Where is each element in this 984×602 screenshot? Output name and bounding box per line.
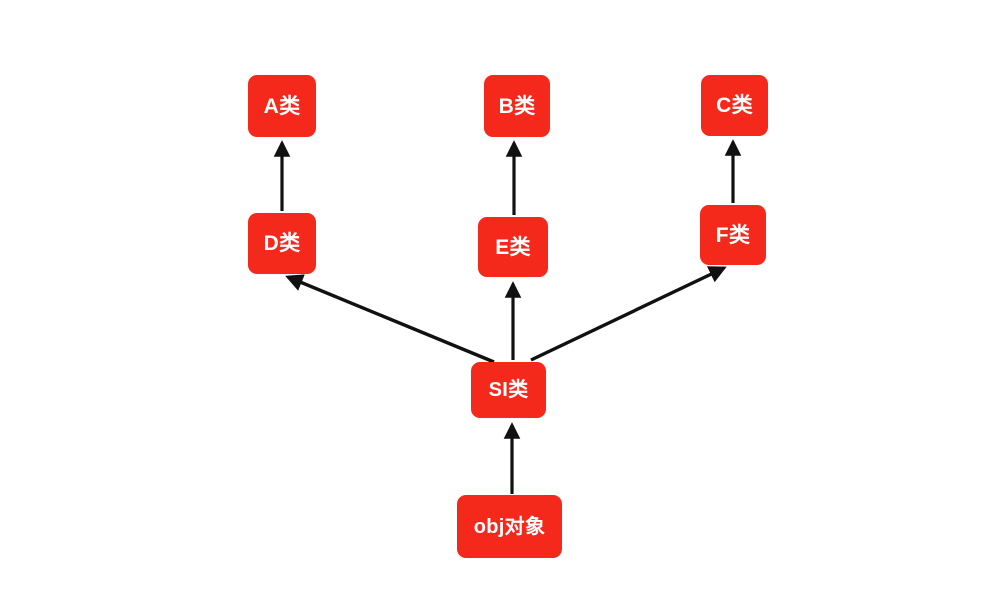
edge-si-to-d bbox=[285, 274, 495, 364]
node-f-class-label: F类 bbox=[715, 223, 751, 247]
node-obj-object-label: obj对象 bbox=[473, 515, 546, 538]
node-c-class[interactable]: C类 bbox=[701, 75, 768, 136]
node-e-class-label: E类 bbox=[495, 235, 531, 259]
node-f-class[interactable]: F类 bbox=[700, 205, 766, 265]
node-obj-object[interactable]: obj对象 bbox=[457, 495, 562, 558]
node-a-class-label: A类 bbox=[263, 94, 301, 118]
node-b-class-label: B类 bbox=[498, 94, 536, 118]
node-si-class-label: SI类 bbox=[488, 379, 529, 401]
node-d-class-label: D类 bbox=[263, 232, 301, 255]
node-b-class[interactable]: B类 bbox=[484, 75, 550, 137]
node-c-class-label: C类 bbox=[716, 94, 753, 117]
edge-si-to-f bbox=[530, 266, 727, 362]
node-e-class[interactable]: E类 bbox=[478, 217, 548, 277]
node-d-class[interactable]: D类 bbox=[248, 213, 316, 274]
node-si-class[interactable]: SI类 bbox=[471, 362, 546, 418]
node-a-class[interactable]: A类 bbox=[248, 75, 316, 137]
